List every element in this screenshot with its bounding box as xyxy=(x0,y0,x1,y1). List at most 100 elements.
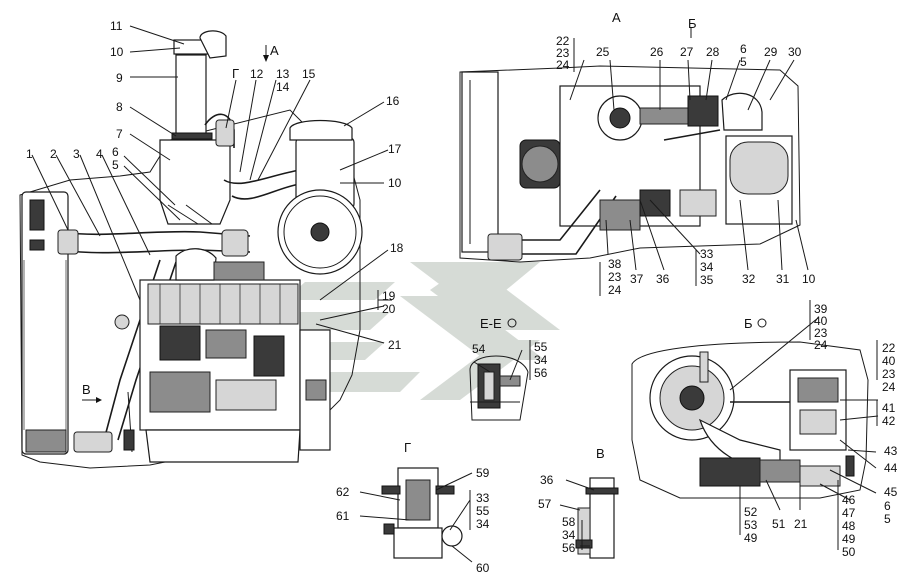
callout-6: 6 xyxy=(112,145,119,159)
callout-3: 3 xyxy=(73,147,80,161)
g-callout-55: 55 xyxy=(476,504,490,518)
view-v-marker: В xyxy=(82,382,91,397)
view-a-arrow: А xyxy=(270,43,279,58)
view-g xyxy=(359,467,473,563)
a-callout-23b: 23 xyxy=(608,270,622,284)
a-callout-6: 6 xyxy=(740,42,747,56)
view-v-title: В xyxy=(596,446,605,461)
a-callout-30: 30 xyxy=(788,45,802,59)
b-callout-43: 43 xyxy=(884,444,898,458)
g-callout-62: 62 xyxy=(336,485,350,499)
main-housing-outline xyxy=(19,109,361,469)
exhaust-pipe xyxy=(175,54,207,136)
a-callout-10: 10 xyxy=(802,272,816,286)
callout-4: 4 xyxy=(96,147,103,161)
b-callout-51: 51 xyxy=(772,517,786,531)
callout-12: 12 xyxy=(250,67,264,81)
a-callout-28: 28 xyxy=(706,45,720,59)
b-callout-23: 23 xyxy=(814,326,828,340)
a-callout-38: 38 xyxy=(608,257,622,271)
a-callout-36: 36 xyxy=(656,272,670,286)
g-callout-59: 59 xyxy=(476,466,490,480)
ee-callout-56: 56 xyxy=(534,366,548,380)
b-callout-40: 40 xyxy=(814,314,828,328)
view-v xyxy=(559,477,619,559)
ee-callout-55: 55 xyxy=(534,340,548,354)
view-g-title: Г xyxy=(404,440,411,455)
b-callout-52: 52 xyxy=(744,505,758,519)
main-leader-lines xyxy=(31,25,389,344)
b-callout-23b: 23 xyxy=(882,367,896,381)
callout-5: 5 xyxy=(112,158,119,172)
callout-10: 10 xyxy=(110,45,124,59)
a-callout-31: 31 xyxy=(776,272,790,286)
callout-14: 14 xyxy=(276,80,290,94)
view-a-labels: А Б 22 23 24 25 26 27 28 6 5 29 30 38 23… xyxy=(556,10,816,297)
a-callout-22: 22 xyxy=(556,34,570,48)
b-callout-45: 45 xyxy=(884,485,898,499)
a-callout-25: 25 xyxy=(596,45,610,59)
b-callout-24b: 24 xyxy=(882,380,896,394)
a-callout-32: 32 xyxy=(742,272,756,286)
callout-7: 7 xyxy=(116,127,123,141)
b-callout-41: 41 xyxy=(882,401,896,415)
b-callout-40b: 40 xyxy=(882,354,896,368)
b-callout-22: 22 xyxy=(882,341,896,355)
b-callout-49b: 49 xyxy=(744,531,758,545)
view-v-labels: В 36 57 58 34 56 xyxy=(538,446,605,555)
radiator-fins xyxy=(23,260,67,430)
view-b-title: Б xyxy=(744,316,753,331)
v-callout-58: 58 xyxy=(562,515,576,529)
callout-16: 16 xyxy=(386,94,400,108)
callout-2: 2 xyxy=(50,147,57,161)
b-callout-50: 50 xyxy=(842,545,856,559)
a-callout-37: 37 xyxy=(630,272,644,286)
b-callout-49: 49 xyxy=(842,532,856,546)
callout-10b: 10 xyxy=(388,176,402,190)
a-callout-26: 26 xyxy=(650,45,664,59)
v-callout-34: 34 xyxy=(562,528,576,542)
main-view xyxy=(19,25,392,469)
a-callout-24b: 24 xyxy=(608,283,622,297)
callout-13: 13 xyxy=(276,67,290,81)
g-callout-61: 61 xyxy=(336,509,350,523)
b-callout-47: 47 xyxy=(842,506,856,520)
callout-21: 21 xyxy=(388,338,402,352)
b-callout-24: 24 xyxy=(814,338,828,352)
callout-20: 20 xyxy=(382,302,396,316)
callout-11: 11 xyxy=(110,19,123,33)
callout-15: 15 xyxy=(302,67,316,81)
view-ee-title: Е-Е xyxy=(480,316,502,331)
view-ee xyxy=(469,318,529,421)
main-view-labels: 11 10 9 8 7 6 5 1 2 3 4 Г 12 13 14 15 А … xyxy=(26,19,404,397)
view-a xyxy=(459,28,809,296)
a-callout-34: 34 xyxy=(700,260,714,274)
v-callout-56: 56 xyxy=(562,541,576,555)
a-callout-23: 23 xyxy=(556,46,570,60)
a-callout-24: 24 xyxy=(556,58,570,72)
v-callout-36: 36 xyxy=(540,473,554,487)
ee-callout-34: 34 xyxy=(534,353,548,367)
callout-17: 17 xyxy=(388,142,402,156)
b-callout-42: 42 xyxy=(882,414,896,428)
g-callout-34: 34 xyxy=(476,517,490,531)
b-callout-6: 6 xyxy=(884,499,891,513)
a-callout-27: 27 xyxy=(680,45,694,59)
b-callout-44: 44 xyxy=(884,461,898,475)
view-ee-labels: Е-Е 54 55 34 56 xyxy=(472,316,548,380)
callout-1: 1 xyxy=(26,147,33,161)
v-callout-57: 57 xyxy=(538,497,552,511)
view-a-radiator xyxy=(461,71,499,253)
b-callout-46: 46 xyxy=(842,493,856,507)
view-b xyxy=(631,300,879,550)
view-g-marker: Г xyxy=(232,66,239,81)
b-callout-53: 53 xyxy=(744,518,758,532)
a-callout-5: 5 xyxy=(740,55,747,69)
g-callout-60: 60 xyxy=(476,561,490,575)
a-callout-35: 35 xyxy=(700,273,714,287)
a-callout-29: 29 xyxy=(764,45,778,59)
view-a-title: А xyxy=(612,10,621,25)
callout-8: 8 xyxy=(116,100,123,114)
ee-callout-54: 54 xyxy=(472,342,486,356)
